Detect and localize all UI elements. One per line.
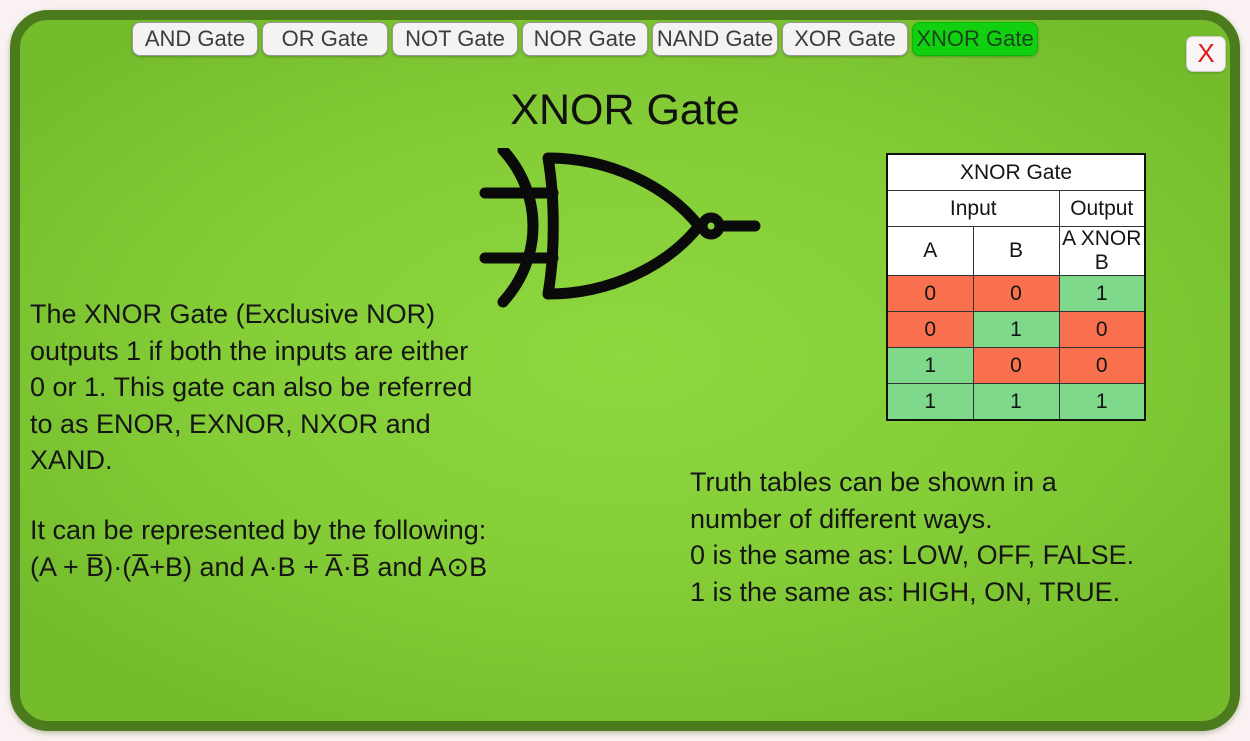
table-row: 0 0 1 [886,275,1146,312]
tab-xnor-gate[interactable]: XNOR Gate [912,22,1038,56]
cell-out: 1 [1058,275,1146,312]
truth-table-col-row: A B A XNOR B [886,226,1146,276]
truth-table-title: XNOR Gate [886,153,1146,191]
table-row: 1 1 1 [886,383,1146,421]
gate-representation: It can be represented by the following: … [30,515,488,582]
col-header-out: A XNOR B [1058,226,1146,276]
cell-a: 0 [886,275,974,312]
cell-a: 0 [886,311,974,348]
cell-a: 1 [886,383,974,421]
cell-out: 0 [1058,311,1146,348]
cell-b: 0 [972,275,1060,312]
output-header: Output [1058,190,1146,227]
cell-out: 1 [1058,383,1146,421]
xnor-gate-symbol [479,148,761,308]
xor-extra-arc [497,148,539,308]
inversion-bubble [697,212,725,240]
truth-table-title-row: XNOR Gate [886,153,1146,191]
col-header-b: B [972,226,1060,276]
truth-table-note: Truth tables can be shown in a number of… [690,467,1135,607]
table-row: 0 1 0 [886,311,1146,348]
input-header: Input [886,190,1060,227]
cell-a: 1 [886,347,974,384]
truth-table-group-row: Input Output [886,190,1146,227]
gate-body [542,152,705,300]
close-button[interactable]: X [1186,36,1226,72]
cell-b: 0 [972,347,1060,384]
tab-or-gate[interactable]: OR Gate [262,22,388,56]
tab-not-gate[interactable]: NOT Gate [392,22,518,56]
gate-description: The XNOR Gate (Exclusive NOR) outputs 1 … [30,299,473,475]
gate-tab-bar: AND Gate OR Gate NOT Gate NOR Gate NAND … [132,22,1038,56]
cell-b: 1 [972,311,1060,348]
main-panel: AND Gate OR Gate NOT Gate NOR Gate NAND … [10,10,1240,731]
page-title: XNOR Gate [510,86,740,134]
truth-table: XNOR Gate Input Output A B A XNOR B 0 0 … [886,153,1146,421]
table-row: 1 0 0 [886,347,1146,384]
cell-out: 0 [1058,347,1146,384]
tab-xor-gate[interactable]: XOR Gate [782,22,908,56]
tab-nand-gate[interactable]: NAND Gate [652,22,778,56]
col-header-a: A [886,226,974,276]
tab-nor-gate[interactable]: NOR Gate [522,22,648,56]
tab-and-gate[interactable]: AND Gate [132,22,258,56]
cell-b: 1 [972,383,1060,421]
